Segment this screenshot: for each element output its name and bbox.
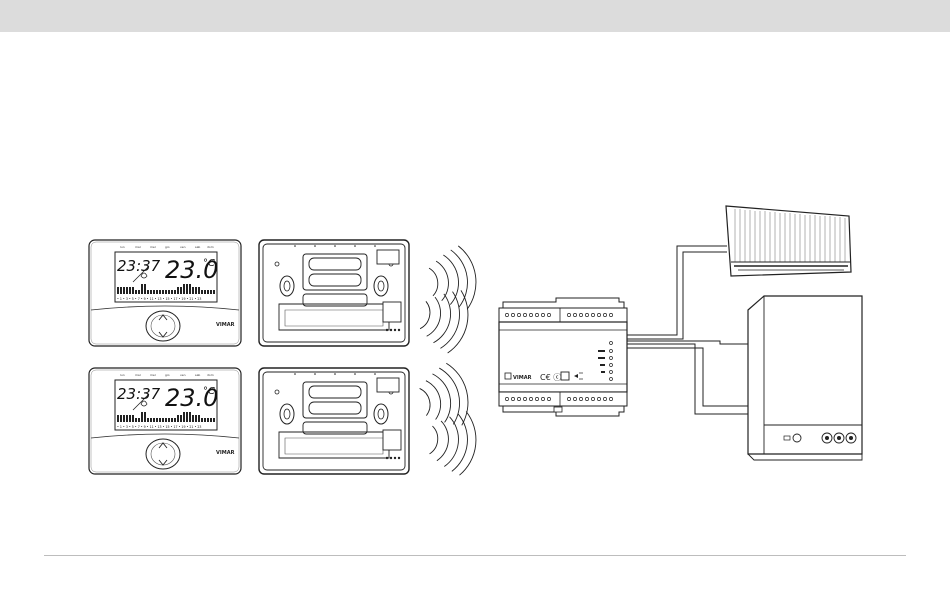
thermostat-2: lun mar mer gio ven sab dom 23:37 23.0 °…	[89, 368, 241, 474]
brand-logo: VIMAR	[216, 450, 235, 456]
receiver-module: VIMAR C€ ⓒ	[499, 298, 627, 416]
air-conditioner	[726, 206, 851, 276]
lcd-time: 23:37	[117, 257, 161, 275]
radio-waves-icon	[415, 360, 474, 433]
lcd-hour-scale: • 1 • 3 • 5 • 7 • 9 • 11 • 13 • 15 • 17 …	[117, 425, 201, 429]
day-label: ven	[180, 373, 186, 377]
day-label: mar	[135, 373, 142, 377]
receiver-brand-logo: VIMAR	[513, 375, 532, 381]
thermostat-1: lun mar mer gio ven sab dom 23:37 23.0 °…	[89, 240, 241, 346]
lcd-unit: °C	[203, 386, 215, 397]
thermostat-back-plate-1	[259, 240, 409, 346]
lcd-unit: °C	[203, 258, 215, 269]
lcd-time: 23:37	[117, 385, 161, 403]
day-label: mar	[135, 245, 142, 249]
radio-waves-icon	[428, 408, 479, 476]
thermostat-back-plate-2	[259, 368, 409, 474]
lcd-day-labels: lun mar mer gio ven sab dom	[120, 245, 214, 249]
day-label: ven	[180, 245, 186, 249]
radio-waves-icon	[427, 244, 480, 314]
day-label: lun	[120, 373, 125, 377]
lcd-hour-scale: • 1 • 3 • 5 • 7 • 9 • 11 • 13 • 15 • 17 …	[117, 297, 201, 301]
day-label: dom	[207, 373, 214, 377]
brand-logo: VIMAR	[216, 322, 235, 328]
radio-waves-icon	[416, 284, 473, 356]
day-label: sab	[195, 373, 200, 377]
day-label: mer	[150, 373, 157, 377]
certification-marks: C€ ⓒ	[540, 373, 561, 382]
day-label: gio	[165, 245, 170, 249]
day-label: lun	[120, 245, 125, 249]
lcd-day-labels: lun mar mer gio ven sab dom	[120, 373, 214, 377]
day-label: dom	[207, 245, 214, 249]
wiring	[627, 246, 748, 414]
boiler	[748, 296, 862, 460]
day-label: gio	[165, 373, 170, 377]
day-label: mer	[150, 245, 157, 249]
day-label: sab	[195, 245, 200, 249]
